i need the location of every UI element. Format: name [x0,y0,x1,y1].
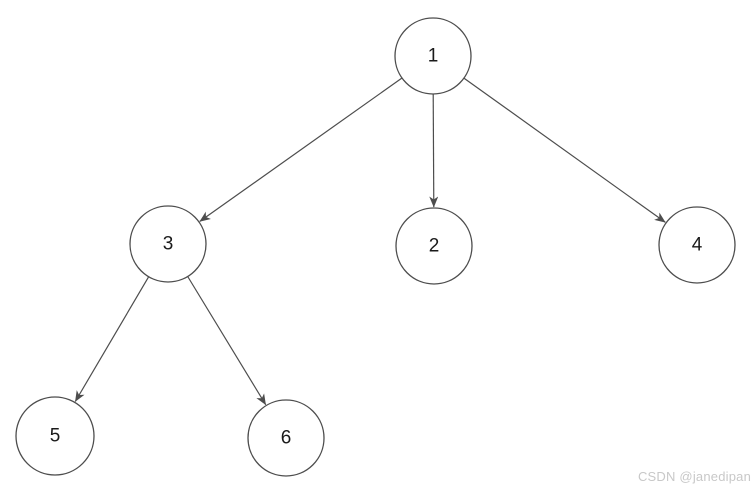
tree-node-6: 6 [247,399,325,477]
node-circle-3 [129,205,207,283]
node-circle-5 [15,396,95,476]
node-circle-6 [247,399,325,477]
node-label-1: 1 [428,46,439,67]
node-label-6: 6 [281,428,292,449]
node-label-3: 3 [163,234,174,255]
node-label-4: 4 [692,235,703,256]
watermark: CSDN @janedipan [637,469,751,484]
tree-node-3: 3 [129,205,207,283]
tree-edge-3-6 [187,276,267,406]
node-label-2: 2 [429,236,440,257]
node-label-5: 5 [50,426,61,447]
tree-node-1: 1 [394,17,472,95]
tree-node-4: 4 [658,206,736,284]
tree-node-5: 5 [15,396,95,476]
tree-node-2: 2 [395,207,473,285]
node-circle-4 [658,206,736,284]
tree-edge-1-2 [429,93,439,208]
tree-edge-3-5 [74,276,150,402]
node-circle-1 [394,17,472,95]
node-circle-2 [395,207,473,285]
tree-edge-1-4 [463,77,666,223]
tree-edge-1-3 [199,77,403,222]
